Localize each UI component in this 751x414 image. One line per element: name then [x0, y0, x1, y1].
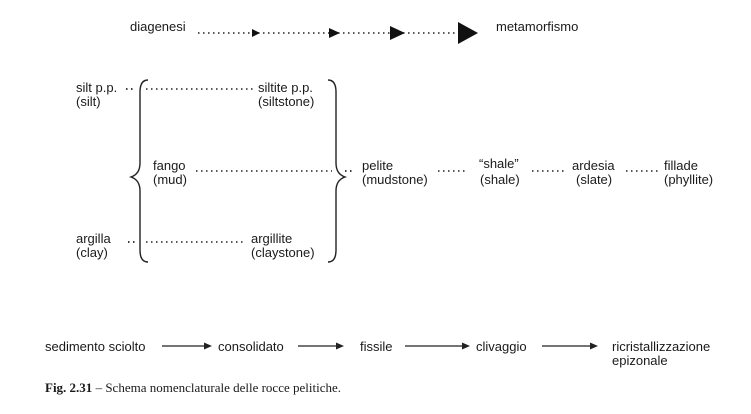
top-arrowhead-small: [252, 29, 260, 37]
mud-english-label: (mud): [153, 172, 187, 187]
figure-caption-text: – Schema nomenclaturale delle rocce peli…: [92, 380, 342, 395]
stage-arrow-2-head: [336, 342, 344, 350]
siltite-label: siltite p.p.: [258, 80, 313, 95]
silt-label: silt p.p.: [76, 80, 118, 95]
pelite-label: pelite: [362, 158, 394, 173]
shale-english-label: (shale): [480, 172, 520, 187]
phyllite-label: fillade: [664, 158, 698, 173]
slate-label: ardesia: [572, 158, 615, 173]
phyllite-english-label: (phyllite): [664, 172, 714, 187]
shale-label: “shale”: [479, 156, 519, 171]
stage-recrystallization-epizonal: epizonale: [612, 353, 668, 368]
argillite-label: argillite: [251, 231, 293, 246]
stage-arrow-1-head: [204, 342, 212, 350]
top-arrowhead-medium: [329, 28, 340, 38]
argillite-english-label: (claystone): [251, 245, 315, 260]
clay-label: argilla: [76, 231, 111, 246]
stage-fissile: fissile: [360, 339, 393, 354]
stage-loose-sediment: sedimento sciolto: [45, 339, 146, 354]
stage-recrystallization: ricristallizzazione: [612, 339, 711, 354]
mud-label: fango: [153, 158, 186, 173]
stage-consolidated: consolidato: [218, 339, 284, 354]
metamorphism-label: metamorfismo: [496, 19, 579, 34]
clay-english-label: (clay): [76, 245, 108, 260]
stage-arrow-4-head: [590, 342, 598, 350]
pelite-english-label: (mudstone): [362, 172, 428, 187]
right-brace: [327, 79, 348, 263]
figure-caption: Fig. 2.31 – Schema nomenclaturale delle …: [45, 380, 341, 396]
top-arrowhead-xlarge: [458, 22, 478, 44]
silt-english-label: (silt): [76, 94, 101, 109]
left-brace: [128, 79, 149, 263]
top-arrowhead-large: [390, 26, 405, 40]
diagenesis-label: diagenesi: [130, 19, 186, 34]
stage-cleavage: clivaggio: [476, 339, 527, 354]
siltite-english-label: (siltstone): [258, 94, 315, 109]
slate-english-label: (slate): [576, 172, 613, 187]
stage-arrow-3-head: [462, 342, 470, 350]
figure-number: Fig. 2.31: [45, 380, 93, 395]
